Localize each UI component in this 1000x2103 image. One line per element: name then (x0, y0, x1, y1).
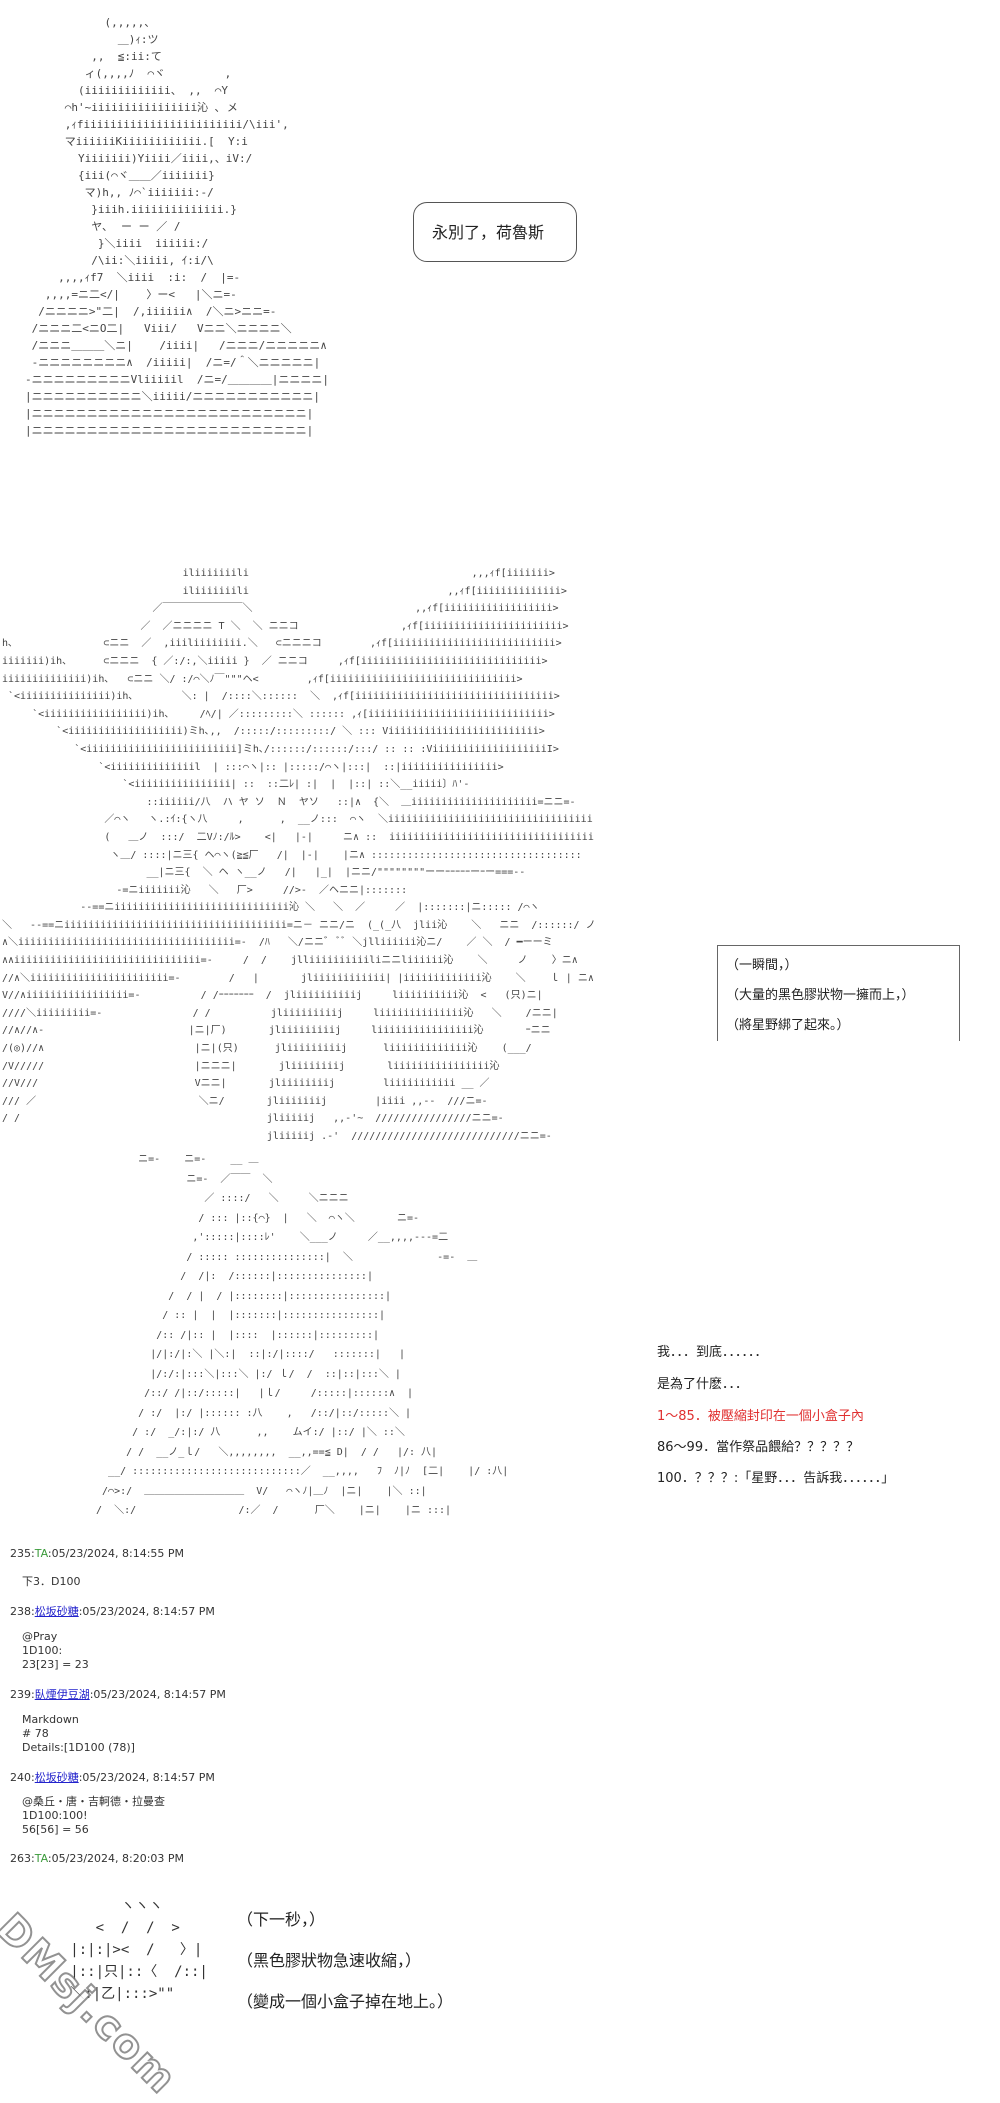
post-header: 263:TA:05/23/2024, 8:20:03 PM (10, 1852, 184, 1865)
narration-line: （變成一個小盒子掉在地上。） (237, 1992, 454, 2011)
post-author: TA (34, 1852, 48, 1865)
post-author: TA (34, 1547, 48, 1560)
choice-line: 86～99．當作祭品餵給？？？？？ (657, 1440, 860, 1455)
post-time: :05/23/2024, 8:14:55 PM (47, 1547, 185, 1560)
narration-line: （一瞬間，） (726, 958, 798, 973)
post-author-link[interactable]: 松坂砂糖 (34, 1605, 79, 1618)
ascii-art-fallen: ニ=- ニ=- __ ＿ ニ=- ／￣￣ ＼ ／ ::::/ ＼ ＼ニニニ / … (96, 1154, 509, 1516)
choice-highlighted: 1～85．被壓縮封印在一個小盒子內 (657, 1409, 864, 1424)
post-body: Markdown # 78 Details:[1D100 (78)] (22, 1713, 135, 1754)
post-time: :05/23/2024, 8:14:57 PM (78, 1771, 215, 1784)
speech-bubble: 永別了，荷魯斯 (413, 202, 577, 262)
narration-line: （將星野綁了起來。） (726, 1018, 850, 1033)
choice-line: 100．？？？:「星野．．．告訴我．．．．．．」 (657, 1471, 895, 1486)
post-number: 235: (10, 1547, 35, 1560)
post-header: 240:松坂砂糖:05/23/2024, 8:14:57 PM (10, 1769, 215, 1785)
narration-box: （一瞬間，） （大量的黑色膠狀物一擁而上，） （將星野綁了起來。） (717, 945, 960, 1041)
narration-line: （大量的黑色膠狀物一擁而上，） (726, 988, 915, 1003)
ascii-art-battle: iliiiiiiili ,,,ｨf[iiiiiii> iliiiiiiili ,… (2, 568, 596, 1142)
post-number: 238: (10, 1605, 35, 1618)
ascii-art-box: ヽヽヽ < / / > |:|:|>< / 〉| |::|只|::〈 /::| … (70, 1898, 208, 2002)
post-body: @桑丘・唐・吉軻德・拉曼查 1D100:100! 56[56] = 56 (22, 1795, 165, 1836)
post-body: @Pray 1D100: 23[23] = 23 (22, 1630, 89, 1671)
post-body: 下3．D100 (22, 1575, 81, 1588)
post-header: 239:臥煙伊豆湖:05/23/2024, 8:14:57 PM (10, 1686, 226, 1702)
post-time: :05/23/2024, 8:14:57 PM (89, 1688, 226, 1701)
post-header: 238:松坂砂糖:05/23/2024, 8:14:57 PM (10, 1603, 215, 1619)
post-number: 263: (10, 1852, 35, 1865)
speech-text: 永別了，荷魯斯 (432, 223, 545, 242)
narration-line: （下一秒，） (237, 1910, 326, 1929)
monologue-line: 我．．．到底．．．．．． (657, 1345, 768, 1360)
monologue-line: 是為了什麽．．． (657, 1377, 749, 1392)
post-number: 239: (10, 1688, 35, 1701)
narration-line: （黑色膠狀物急速收縮，） (237, 1951, 422, 1970)
post-header: 235:TA:05/23/2024, 8:14:55 PM (10, 1547, 184, 1560)
ascii-art-man: (,,,,,、 ＿)ｨ:ツ ,, ≦:ii:て ィ(,,,,ﾉ ⌒ヾ , (ii… (25, 16, 329, 437)
post-author-link[interactable]: 松坂砂糖 (34, 1771, 79, 1784)
post-author-link[interactable]: 臥煙伊豆湖 (34, 1688, 90, 1701)
post-number: 240: (10, 1771, 35, 1784)
post-time: :05/23/2024, 8:14:57 PM (78, 1605, 215, 1618)
post-time: :05/23/2024, 8:20:03 PM (47, 1852, 185, 1865)
